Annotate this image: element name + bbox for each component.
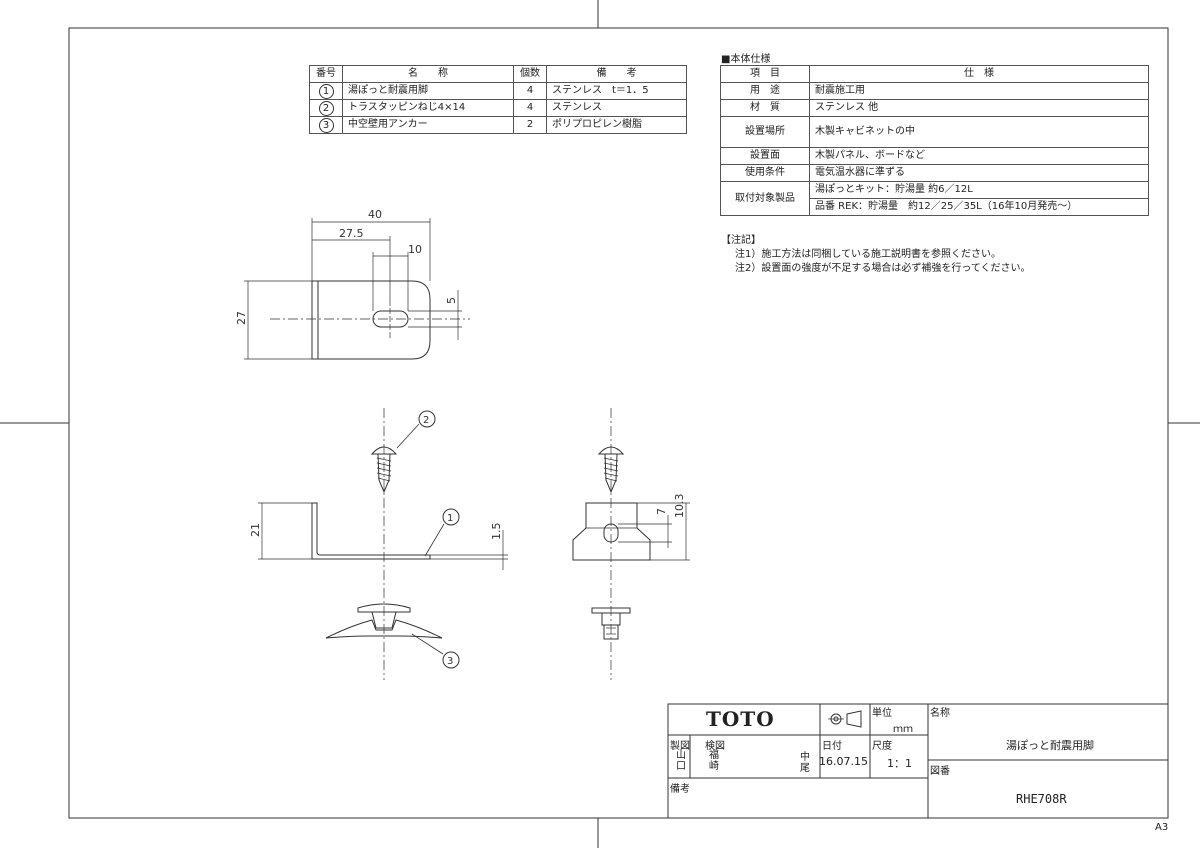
table-row: 1 湯ぽっと耐震用脚 4 ステンレス t＝1．5	[309, 82, 687, 100]
note-item: 注2）設置面の強度が不足する場合は必ず補強を行ってください。	[735, 263, 1031, 274]
name-label: 名称	[930, 708, 950, 719]
spec-target-value: 品番 REK：貯湯量 約12／25／35L（16年10月発売～）	[809, 198, 1149, 216]
table-row: 材 質 ステンレス 他	[720, 99, 1149, 117]
spec-header-value: 仕 様	[809, 65, 1149, 83]
parts-header-name: 名 称	[342, 65, 514, 83]
spec-value: 木製キャビネットの中	[809, 116, 1149, 148]
table-row: 品番 REK：貯湯量 約12／25／35L（16年10月発売～）	[721, 198, 1149, 216]
table-row: 取付対象製品 湯ぽっとキット：貯湯量 約6／12L	[720, 181, 1149, 216]
spec-value: 木製パネル、ボードなど	[809, 147, 1149, 165]
date-value: 16.07.15	[819, 755, 868, 768]
note-item: 注1）施工方法は同梱している施工説明書を参照ください。	[735, 249, 1002, 260]
part-number: 2	[318, 100, 334, 116]
parts-table: 番号 名 称 個数 備 考 1 湯ぽっと耐震用脚 4 ステンレス t＝1．5 2…	[309, 65, 687, 134]
part-number: 1	[318, 83, 334, 99]
spec-target-value: 湯ぽっとキット：貯湯量 約6／12L	[809, 181, 1149, 199]
table-row: 使用条件 電気温水器に準ずる	[720, 164, 1149, 182]
date-label: 日付	[822, 741, 842, 752]
spec-value: 耐震施工用	[809, 82, 1149, 100]
side-view	[258, 408, 508, 680]
part-number: 3	[318, 117, 334, 133]
part-note: ステンレス	[546, 99, 687, 117]
drawn-value: 山口	[676, 750, 686, 772]
top-view	[244, 218, 470, 360]
projection-symbol	[828, 710, 862, 728]
part-qty: 2	[513, 116, 547, 134]
dim-40: 40	[368, 208, 382, 221]
unit-value: ｍｍ	[893, 724, 913, 735]
spec-title: ■本体仕様	[721, 54, 771, 65]
drawing-no-value: RHE708R	[1016, 792, 1067, 806]
spec-item: 設置場所	[720, 116, 810, 148]
unit-label: 単位	[872, 708, 892, 719]
table-row: 2 トラスタッピンねじ4×14 4 ステンレス	[309, 99, 687, 117]
scale-label: 尺度	[872, 741, 892, 752]
title-block-grid	[667, 703, 1169, 819]
sheet-size: A3	[1155, 822, 1169, 833]
part-note: ポリプロピレン樹脂	[546, 116, 687, 134]
scale-value: 1：1	[887, 757, 912, 770]
drawing-no-label: 図番	[930, 766, 950, 777]
front-view	[572, 408, 690, 680]
remarks-label: 備考	[670, 784, 690, 795]
spec-table: 項 目 仕 様 用 途 耐震施工用 材 質 ステンレス 他 設置場所 木製キャビ…	[720, 65, 1149, 216]
spec-value: ステンレス 他	[809, 99, 1149, 117]
dim-1-5: 1.5	[490, 523, 503, 541]
dim-10-3: 10.3	[673, 494, 686, 519]
name-value: 湯ぽっと耐震用脚	[1006, 739, 1094, 752]
dim-27: 27	[235, 311, 248, 325]
table-row: 設置面 木製パネル、ボードなど	[720, 147, 1149, 165]
table-row: 用 途 耐震施工用	[720, 82, 1149, 100]
spec-item: 使用条件	[720, 164, 810, 182]
dim-21: 21	[249, 523, 262, 537]
part-name: トラスタッピンねじ4×14	[342, 99, 514, 117]
callout-1: 1	[447, 513, 453, 524]
dim-10: 10	[408, 243, 422, 256]
spec-item: 設置面	[720, 147, 810, 165]
parts-header-qty: 個数	[513, 65, 547, 83]
spec-header-item: 項 目	[720, 65, 810, 83]
drawn-label: 製図	[670, 741, 690, 752]
table-row: 3 中空壁用アンカー 2 ポリプロピレン樹脂	[309, 116, 687, 134]
part-qty: 4	[513, 82, 547, 100]
table-row: 設置場所 木製キャビネットの中	[720, 116, 1149, 148]
part-qty: 4	[513, 99, 547, 117]
brand-logo: TOTO	[706, 707, 775, 731]
spec-item: 用 途	[720, 82, 810, 100]
dim-7: 7	[655, 508, 668, 515]
parts-header-note: 備 考	[546, 65, 687, 83]
parts-header-no: 番号	[309, 65, 343, 83]
checked-value-2: 中尾	[800, 752, 810, 774]
callout-2: 2	[423, 415, 429, 426]
checked-label: 検図	[705, 741, 725, 752]
part-note: ステンレス t＝1．5	[546, 82, 687, 100]
part-name: 湯ぽっと耐震用脚	[342, 82, 514, 100]
checked-value-1: 福崎	[709, 750, 719, 772]
dim-27-5: 27.5	[339, 227, 364, 240]
part-name: 中空壁用アンカー	[342, 116, 514, 134]
spec-value: 電気温水器に準ずる	[809, 164, 1149, 182]
spec-item: 材 質	[720, 99, 810, 117]
callout-3: 3	[447, 656, 453, 667]
notes-title: 【注記】	[721, 235, 761, 246]
spec-item-target: 取付対象製品	[720, 181, 810, 216]
dim-5: 5	[445, 297, 458, 304]
